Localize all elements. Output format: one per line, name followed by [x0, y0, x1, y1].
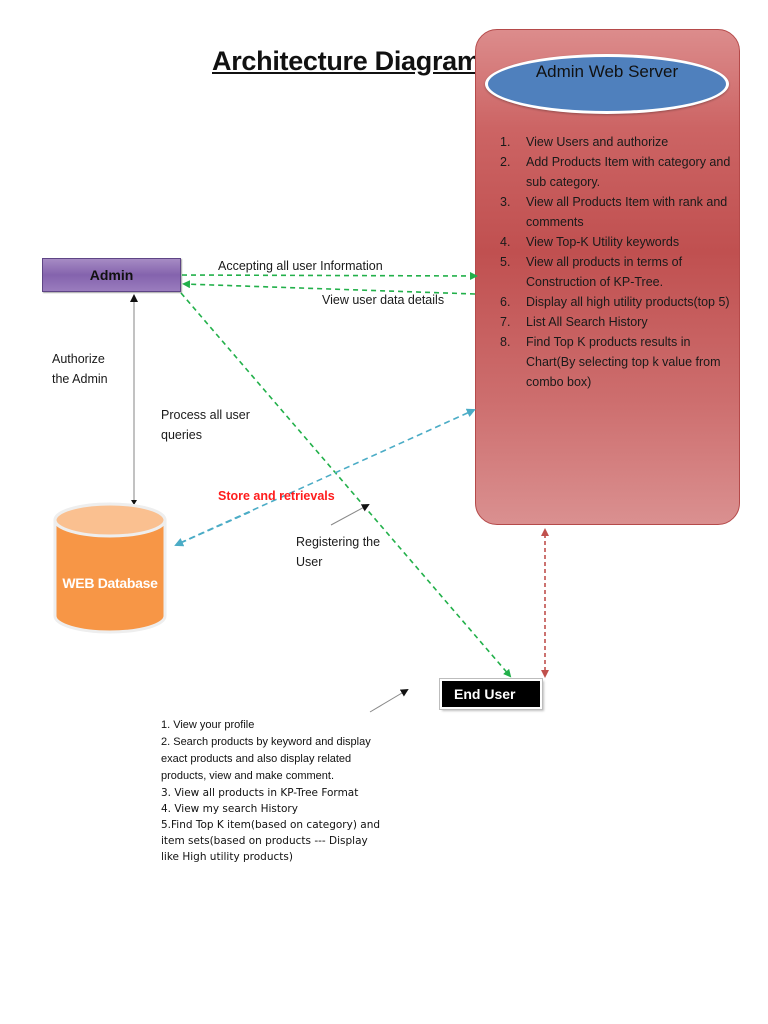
server-feature-text: Display all high utility products(top 5) — [526, 292, 740, 312]
server-feature-line: View all products in terms of — [526, 255, 683, 269]
arrow-admin-to-end-user — [180, 292, 512, 678]
server-feature-text: View Users and authorize — [526, 132, 740, 152]
end-user-feature-line: like High utility products) — [161, 851, 293, 863]
server-feature-line: sub category. — [526, 175, 601, 189]
server-feature-item: 4. View Top-K Utility keywords — [500, 232, 740, 252]
server-feature-text: View Top-K Utility keywords — [526, 232, 740, 252]
server-feature-line: combo box) — [526, 375, 592, 389]
label-store-retrievals: Store and retrievals — [218, 489, 335, 503]
server-feature-item: 3. View all Products Item with rank and co… — [500, 192, 740, 232]
pointer-registering-user — [330, 504, 370, 526]
server-feature-line: comments — [526, 215, 584, 229]
end-user-feature-line: 3. View all products in KP-Tree Format — [161, 787, 359, 799]
server-feature-number: 1. — [500, 135, 511, 149]
server-feature-number: 7. — [500, 315, 511, 329]
end-user-feature-list: 1. View your profile 2. Search products b… — [161, 717, 421, 865]
server-feature-line: Find Top K products results in — [526, 335, 691, 349]
end-user-feature-line: exact products and also display related — [161, 753, 352, 765]
label-view-user-data-details: View user data details — [322, 293, 445, 307]
label-registering-user: Registering the User — [296, 535, 381, 569]
label-authorize-admin: Authorize the Admin — [52, 352, 108, 386]
end-user-feature-line: 1. View your profile — [161, 719, 255, 731]
server-feature-number: 8. — [500, 335, 511, 349]
admin-web-server-header-oval — [485, 54, 729, 114]
diagram-title: Architecture Diagram — [212, 46, 481, 76]
server-feature-line: Chart(By selecting top k value from — [526, 355, 721, 369]
label-accepting-user-info: Accepting all user Information — [218, 259, 383, 273]
server-feature-item: 8. Find Top K products results in Chart(By… — [500, 332, 740, 392]
arrow-accepting-user-info — [181, 271, 478, 280]
server-feature-text: Find Top K products results in Chart(By s… — [526, 332, 740, 392]
arrowhead-up-to-admin — [130, 294, 138, 302]
server-feature-number: 5. — [500, 255, 511, 269]
server-feature-text: List All Search History — [526, 312, 740, 332]
arrowhead-down-to-end-user — [541, 670, 549, 678]
admin-node: Admin — [42, 258, 181, 292]
server-feature-line: View Users and authorize — [526, 135, 669, 149]
end-user-feature-line: item sets(based on products --- Display — [161, 835, 368, 847]
label-process-queries: Process all user queries — [161, 408, 250, 442]
arrowhead-up-to-server — [541, 528, 549, 536]
server-feature-text: Add Products Item with category and sub c… — [526, 152, 740, 192]
arrow-store-retrieve-to-database — [174, 511, 251, 547]
arrowhead-down-to-database — [131, 500, 137, 505]
web-database-label: WEB Database — [62, 575, 158, 591]
server-feature-item: 5. View all products in terms of Construct… — [500, 252, 740, 292]
pointer-end-user-features — [369, 688, 409, 713]
server-feature-line: View all Products Item with rank and — [526, 195, 728, 209]
admin-web-server-feature-list: 1. View Users and authorize 2. Add Products… — [500, 132, 740, 392]
server-feature-item: 7. List All Search History — [500, 312, 740, 332]
server-feature-number: 6. — [500, 295, 511, 309]
arrow-view-user-data-details — [182, 280, 476, 295]
server-feature-line: Construction of KP-Tree. — [526, 275, 664, 289]
server-feature-item: 6. Display all high utility products(top … — [500, 292, 740, 312]
server-feature-number: 4. — [500, 235, 511, 249]
admin-web-server-title: Admin Web Server — [535, 62, 679, 81]
end-user-feature-line: 2. Search products by keyword and displa… — [161, 736, 371, 748]
server-feature-line: View Top-K Utility keywords — [526, 235, 680, 249]
server-feature-text: View all products in terms of Constructio… — [526, 252, 740, 292]
server-feature-line: Display all high utility products(top 5) — [526, 295, 730, 309]
web-database-node — [53, 502, 167, 634]
end-user-feature-line: 4. View my search History — [161, 803, 298, 815]
server-feature-item: 1. View Users and authorize — [500, 132, 740, 152]
server-feature-text: View all Products Item with rank and comm… — [526, 192, 740, 232]
end-user-feature-line: 5.Find Top K item(based on category) and — [161, 819, 381, 831]
server-feature-item: 2. Add Products Item with category and sub… — [500, 152, 740, 192]
server-feature-number: 2. — [500, 155, 511, 169]
end-user-feature-line: products, view and make comment. — [161, 770, 335, 782]
end-user-node: End User — [439, 678, 543, 710]
server-feature-line: Add Products Item with category and — [526, 155, 731, 169]
server-feature-line: List All Search History — [526, 315, 648, 329]
server-feature-number: 3. — [500, 195, 511, 209]
